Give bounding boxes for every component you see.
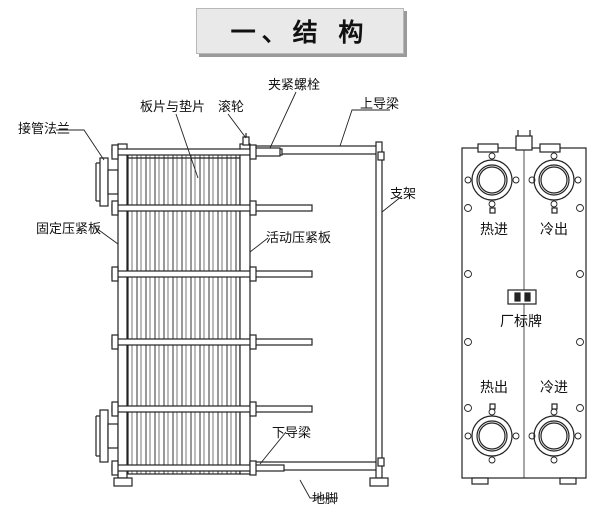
page-title: 一、结 构 [230, 18, 370, 47]
bolt-3 [111, 270, 313, 278]
label-foot: 地脚 [312, 491, 338, 507]
port-hot-out [471, 415, 513, 457]
port-hot-in [471, 159, 513, 201]
bolt-4 [111, 338, 313, 346]
title-box: 一、结 构 [196, 8, 404, 54]
side-view [56, 91, 403, 499]
top-flange [95, 157, 119, 207]
support-column [369, 141, 389, 487]
label-nameplate: 厂标牌 [500, 313, 542, 330]
label-roller: 滚轮 [218, 99, 244, 115]
fixed-pressure-plate [113, 143, 133, 487]
label-bolts: 夹紧螺栓 [268, 78, 320, 93]
label-fixed-plate: 固定压紧板 [36, 222, 101, 237]
bolt-5 [111, 405, 313, 413]
plate-pack [127, 149, 241, 475]
bolt-2 [111, 204, 313, 212]
port-cold-in [533, 415, 575, 457]
label-hot-in: 热进 [480, 222, 508, 238]
side-leader-lines [56, 91, 403, 499]
clamping-bolts [111, 147, 313, 472]
label-upper-beam: 上导梁 [360, 97, 399, 112]
bolt-6 [111, 464, 285, 472]
label-lower-beam: 下导梁 [272, 426, 311, 441]
label-cold-out: 冷出 [540, 222, 568, 238]
front-view [461, 130, 587, 485]
side-view-labels: 接管法兰 板片与垫片 滚轮 夹紧螺栓 上导梁 支架 固定压紧板 活动压紧板 下导… [18, 78, 416, 507]
bolt-nuts [111, 144, 257, 476]
movable-pressure-plate [239, 143, 251, 475]
label-hot-out: 热出 [480, 380, 508, 396]
nameplate-icon [507, 289, 537, 305]
label-plates: 板片与垫片 [140, 99, 205, 115]
roller [242, 133, 250, 146]
label-cold-in: 冷进 [540, 380, 568, 396]
label-flange: 接管法兰 [18, 121, 70, 137]
label-movable-plate: 活动压紧板 [266, 231, 331, 246]
front-view-labels: 热进 冷出 厂标牌 热出 冷进 [480, 222, 568, 396]
bottom-flange [95, 409, 119, 463]
label-support: 支架 [390, 187, 416, 202]
port-cold-out [533, 159, 575, 201]
flange-bolt-holes [464, 152, 582, 464]
side-bolt-holes [464, 204, 584, 412]
